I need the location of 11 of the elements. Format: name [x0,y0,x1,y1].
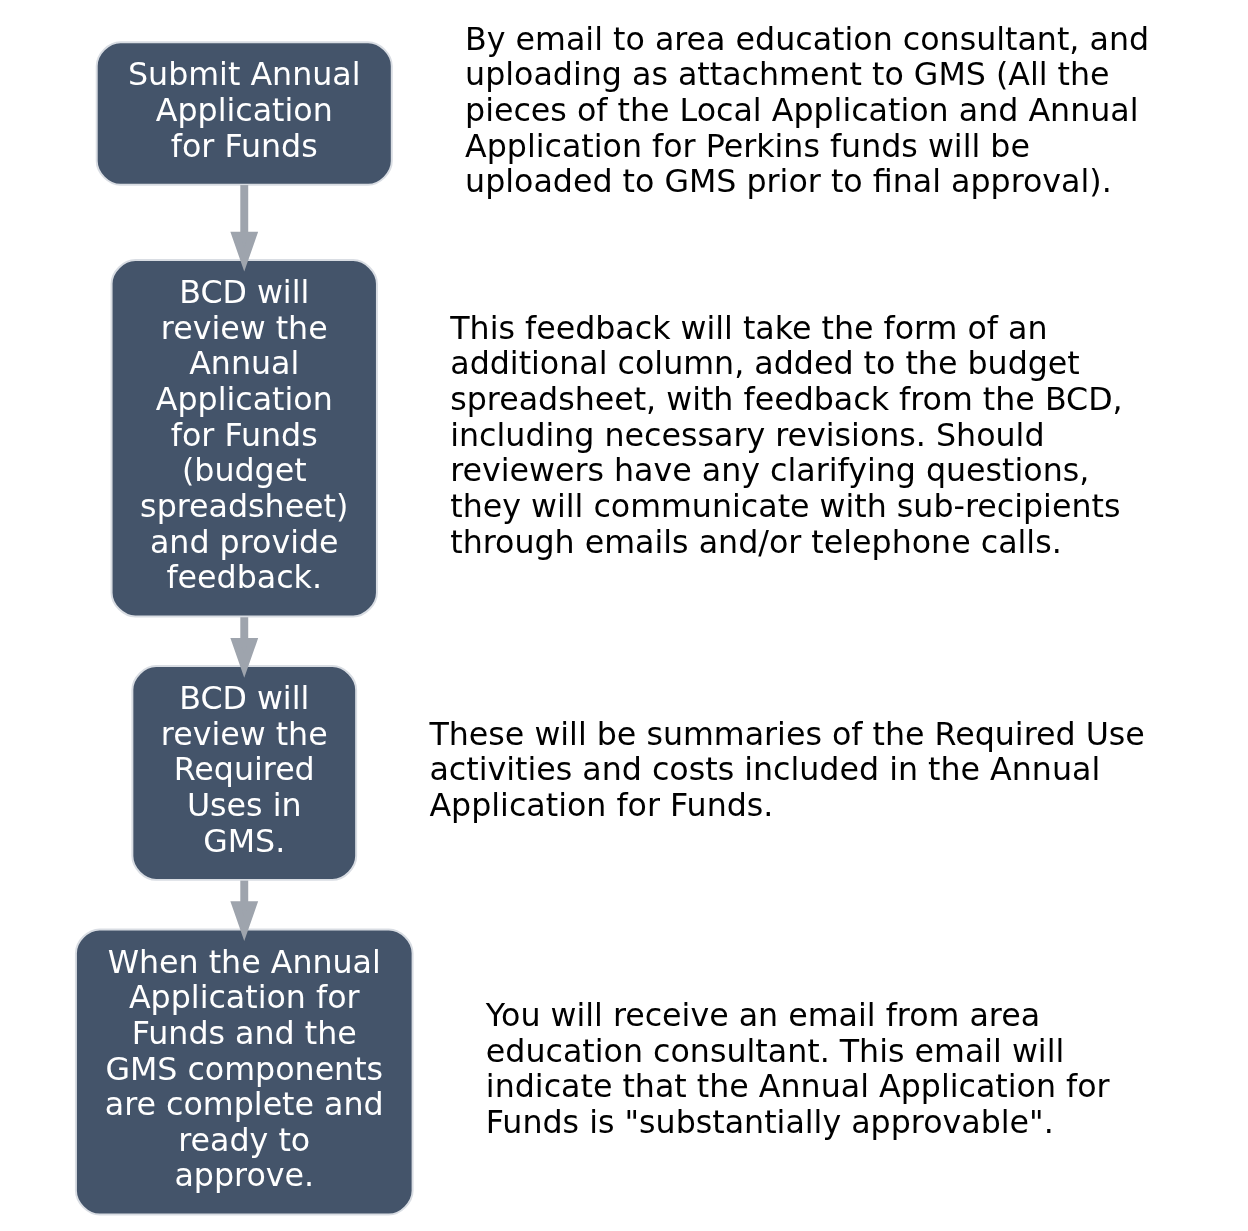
node-label: By email to area education consultant, and uploading as attachment to GMS (All the pieces of the Local Application and Annual Application for Perkins funds will be uploaded to GMS prior to final approval). [465,20,1150,200]
arrow [230,617,259,678]
node-box: BCD will review the Required Uses in GMS. [131,665,358,881]
arrow [230,185,259,272]
arrow [230,880,259,941]
node-box: Submit Annual Application for Funds [95,41,393,186]
node-box: BCD will review the Annual Application for Funds (budget spreadsheet) and provide feedback. [110,259,378,618]
node-label: These will be summaries of the Required Use activities and costs included in the Annual Application for Funds. [429,715,1145,824]
node-box: When the Annual Application for Funds and the GMS components are complete and ready to approve. [74,928,414,1216]
node-label: This feedback will take the form of an additional column, added to the budget spreadsheet, with feedback from the BCD, including necessary revisions. Should reviewers have any clarifying questions, they will communicate with sub-recipients through emails and/or telephone calls. [450,309,1123,560]
node-label: You will receive an email from area education consultant. This email will indicate that the Annual Application for Funds is "substantially approvable". [485,997,1110,1140]
